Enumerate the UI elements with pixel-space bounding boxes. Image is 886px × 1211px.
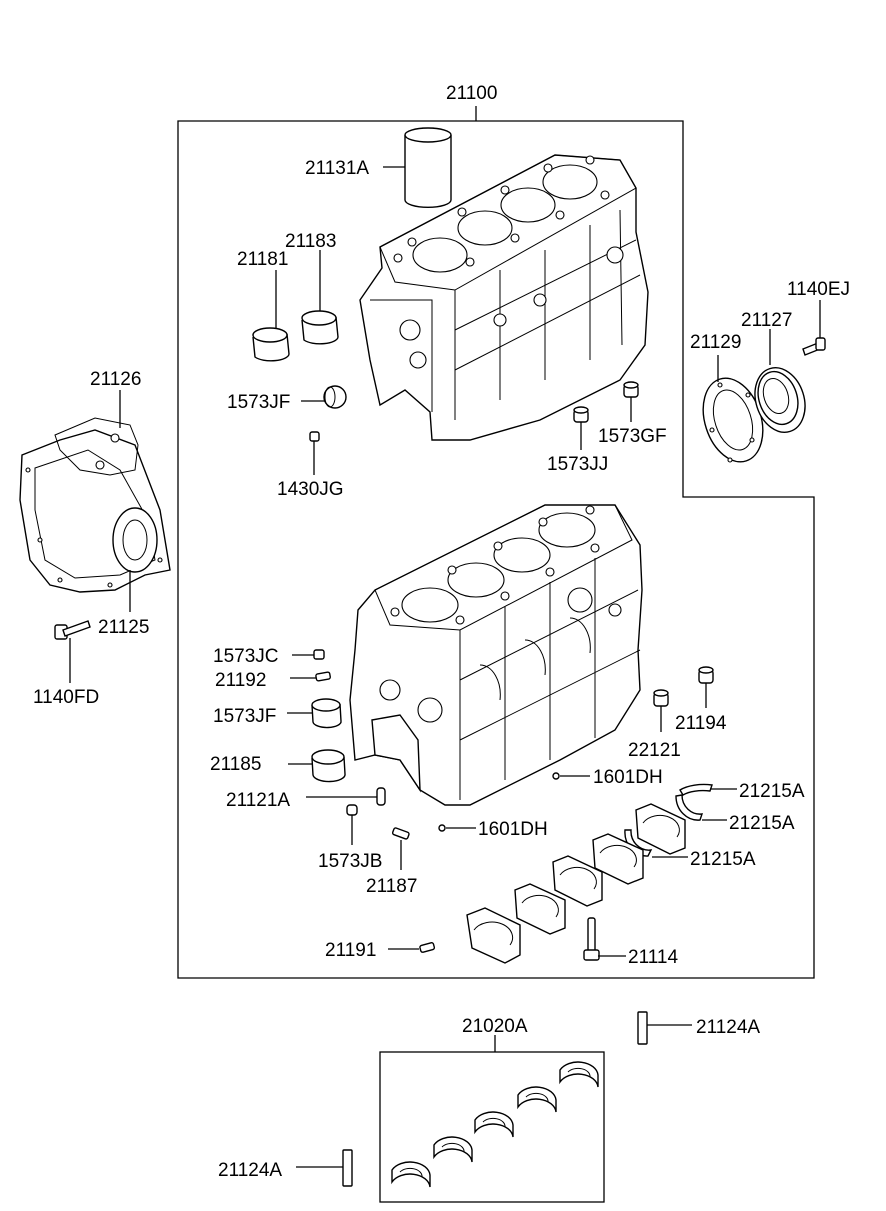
bushing-21181[interactable]	[252, 327, 290, 362]
dowel-1430JG[interactable]	[309, 431, 320, 442]
label-21183[interactable]: 21183	[285, 231, 336, 252]
label-1601DH-a[interactable]: 1601DH	[593, 767, 663, 788]
bearing-cap-4[interactable]	[592, 833, 644, 885]
label-1573JF-bottom[interactable]: 1573JF	[213, 706, 276, 727]
label-21114[interactable]: 21114	[628, 947, 678, 968]
plug-1573JC[interactable]	[313, 649, 325, 660]
plug-1573JB[interactable]	[346, 804, 358, 816]
label-21187[interactable]: 21187	[366, 876, 417, 897]
bushing-21183[interactable]	[301, 310, 339, 345]
gasket-21126[interactable]	[54, 417, 139, 476]
upper-engine-block	[359, 154, 649, 441]
bearing-cap-5[interactable]	[635, 803, 686, 855]
plug-1573JF-bottom[interactable]	[311, 698, 342, 729]
label-1140EJ[interactable]: 1140EJ	[787, 279, 850, 300]
thrust-bearing-21124A-right[interactable]	[637, 1011, 648, 1045]
pin-21192[interactable]	[315, 671, 331, 682]
bearing-shell-5[interactable]	[559, 1061, 599, 1088]
bushing-21185[interactable]	[311, 749, 346, 783]
label-1601DH-b[interactable]: 1601DH	[478, 819, 548, 840]
bearing-shell-3[interactable]	[474, 1111, 514, 1138]
label-21131A[interactable]: 21131A	[305, 158, 369, 179]
plug-21194[interactable]	[698, 666, 714, 684]
label-21124A-right[interactable]: 21124A	[696, 1017, 760, 1038]
plug-22121[interactable]	[653, 689, 669, 707]
label-1573GF[interactable]: 1573GF	[598, 426, 667, 447]
lower-engine-block	[349, 504, 643, 806]
pin-21187[interactable]	[391, 827, 410, 840]
label-22121[interactable]: 22121	[628, 740, 681, 761]
label-1573JF-top[interactable]: 1573JF	[227, 392, 290, 413]
label-21181[interactable]: 21181	[237, 249, 288, 270]
label-21124A-left[interactable]: 21124A	[218, 1160, 282, 1181]
label-21215A-a[interactable]: 21215A	[739, 781, 805, 802]
pin-21121A[interactable]	[376, 787, 386, 806]
label-21215A-b[interactable]: 21215A	[729, 813, 795, 834]
label-21127[interactable]: 21127	[741, 310, 792, 331]
bearing-cap-1[interactable]	[466, 907, 521, 964]
bearing-shell-1[interactable]	[391, 1161, 431, 1188]
cylinder-liner-21131A[interactable]	[404, 127, 452, 208]
bolt-1140FD[interactable]	[54, 620, 91, 640]
thrust-washer-21215A-a[interactable]	[679, 783, 713, 796]
bolt-21114[interactable]	[583, 917, 600, 961]
pin-21191[interactable]	[419, 942, 436, 953]
label-1573JJ[interactable]: 1573JJ	[547, 454, 608, 475]
thrust-washer-21215A-b[interactable]	[675, 794, 704, 821]
timing-cover-21125[interactable]	[19, 429, 171, 593]
plug-1601DH-a[interactable]	[552, 772, 560, 780]
bearing-shell-2[interactable]	[433, 1136, 473, 1163]
label-21121A[interactable]: 21121A	[226, 790, 290, 811]
label-1573JC[interactable]: 1573JC	[213, 646, 279, 667]
bearing-set-frame-21020A	[379, 1051, 605, 1203]
label-21192[interactable]: 21192	[215, 670, 266, 691]
label-21126[interactable]: 21126	[90, 369, 141, 390]
plug-1573GF[interactable]	[623, 381, 639, 398]
bearing-shell-4[interactable]	[517, 1086, 557, 1113]
bearing-cap-3[interactable]	[552, 855, 603, 907]
label-21215A-c[interactable]: 21215A	[690, 849, 756, 870]
assembly-frame-21100	[177, 120, 815, 979]
label-21020A[interactable]: 21020A	[462, 1016, 528, 1037]
thrust-bearing-21124A-left[interactable]	[342, 1149, 353, 1187]
plug-1601DH-b[interactable]	[438, 824, 446, 832]
label-21129[interactable]: 21129	[690, 332, 741, 353]
plug-1573JJ[interactable]	[573, 406, 589, 423]
label-21185[interactable]: 21185	[210, 754, 261, 775]
label-1573JB[interactable]: 1573JB	[318, 851, 382, 872]
bearing-cap-2[interactable]	[514, 883, 566, 935]
label-21125[interactable]: 21125	[98, 617, 149, 638]
label-21194[interactable]: 21194	[675, 713, 727, 734]
oil-seal-21127[interactable]	[747, 361, 813, 439]
label-1140FD[interactable]: 1140FD	[33, 687, 99, 708]
label-21100[interactable]: 21100	[446, 83, 497, 104]
label-21191[interactable]: 21191	[325, 940, 376, 961]
plug-1573JF-top[interactable]	[323, 385, 347, 409]
bolt-1140EJ[interactable]	[802, 337, 826, 356]
label-1430JG[interactable]: 1430JG	[277, 479, 344, 500]
